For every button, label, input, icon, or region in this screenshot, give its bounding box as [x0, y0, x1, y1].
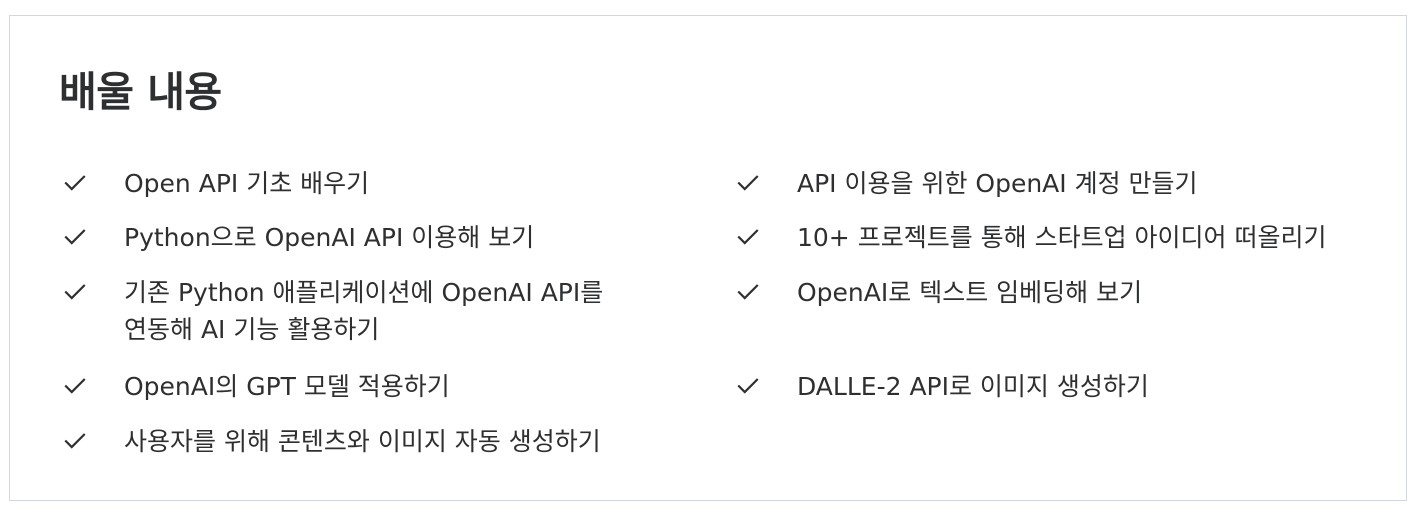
checkmark-icon — [64, 378, 86, 394]
checkmark-icon — [64, 284, 86, 300]
checkmark-icon — [64, 229, 86, 245]
list-item-label: 사용자를 위해 콘텐츠와 이미지 자동 생성하기 — [124, 427, 601, 456]
checkmark-icon — [737, 284, 759, 300]
checkmark-icon — [64, 433, 86, 449]
checkmark-icon — [737, 175, 759, 191]
list-item-label: DALLE-2 API로 이미지 생성하기 — [797, 372, 1149, 401]
checkmark-icon — [737, 229, 759, 245]
list-item-label-line2: 연동해 AI 기능 활용하기 — [124, 315, 380, 344]
checkmark-icon — [737, 378, 759, 394]
list-item-label-line1: 기존 Python 애플리케이션에 OpenAI API를 — [124, 278, 604, 307]
list-item-label: API 이용을 위한 OpenAI 계정 만들기 — [797, 169, 1198, 198]
list-item-label: Python으로 OpenAI API 이용해 보기 — [124, 223, 535, 252]
list-item-label: 10+ 프로젝트를 통해 스타트업 아이디어 떠올리기 — [797, 223, 1327, 252]
list-item-label: Open API 기초 배우기 — [124, 169, 370, 198]
list-item-label: OpenAI로 텍스트 임베딩해 보기 — [797, 278, 1143, 307]
section-title: 배울 내용 — [59, 68, 222, 116]
learning-objectives-panel: 배울 내용 Open API 기초 배우기 Python으로 OpenAI AP… — [9, 15, 1407, 501]
list-item-label: OpenAI의 GPT 모델 적용하기 — [124, 372, 450, 401]
checkmark-icon — [64, 175, 86, 191]
